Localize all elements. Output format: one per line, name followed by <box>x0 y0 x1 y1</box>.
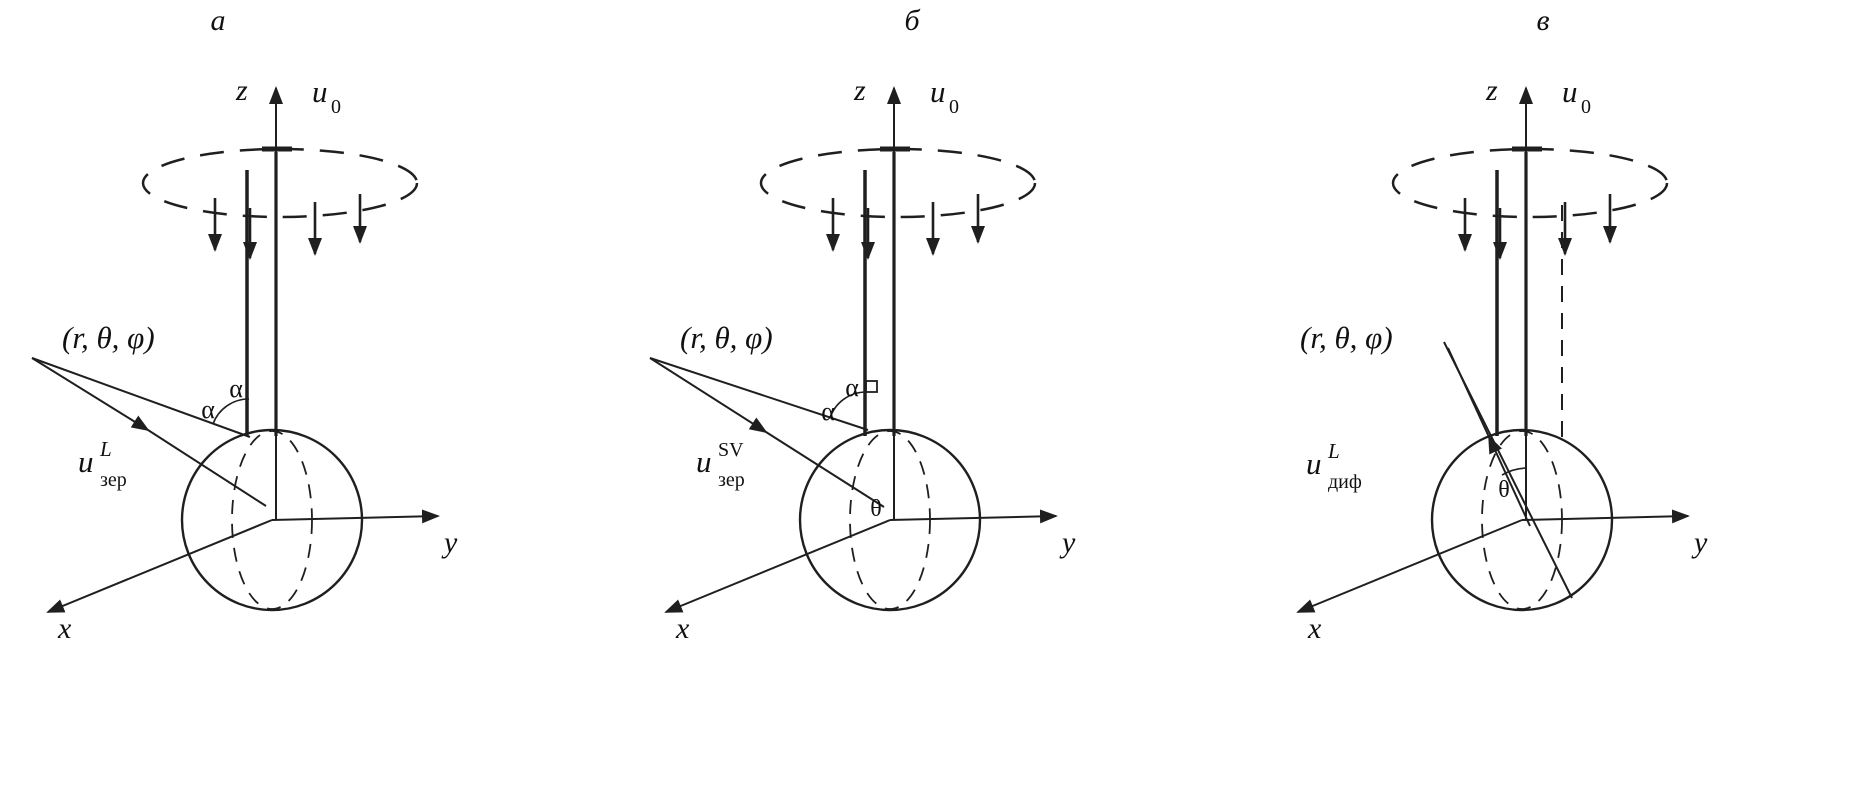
wave-label-subscript: зер <box>718 469 745 491</box>
z-axis-label: z <box>1485 74 1498 107</box>
alpha-label-right: α <box>845 373 859 402</box>
ray-upper <box>649 357 869 431</box>
wavefront-arrows <box>826 194 985 260</box>
observation-point-label: (r, θ, φ) <box>1300 320 1393 355</box>
sphere <box>798 428 982 612</box>
alpha-arc <box>212 398 250 425</box>
right-angle-mark <box>865 380 878 393</box>
theta-label: θ <box>1498 477 1510 503</box>
panel-title: в <box>1536 4 1549 37</box>
observation-point-label: (r, θ, φ) <box>62 320 155 355</box>
u0-subscript: 0 <box>949 96 959 118</box>
y-axis-label: y <box>1691 526 1708 559</box>
y-axis-label: y <box>441 526 458 559</box>
u0-label: u <box>312 74 328 109</box>
u0-subscript: 0 <box>331 96 341 118</box>
u0-subscript: 0 <box>1581 96 1591 118</box>
ray-lower <box>31 357 267 507</box>
wave-label-base: u <box>78 444 94 479</box>
ray-lower <box>649 357 885 508</box>
wavefront-ellipse <box>759 147 1037 219</box>
wave-label-superscript: SV <box>718 439 744 461</box>
wave-label-superscript: L <box>1327 439 1340 463</box>
wavefront-arrows <box>208 194 367 260</box>
wave-label-subscript: зер <box>100 469 127 491</box>
panel-title: б <box>904 4 920 37</box>
panel-b: б z u 0 y x α α θ (r, θ, φ) u SV зер <box>649 4 1076 645</box>
wave-label-base: u <box>1306 446 1322 481</box>
panel-a: а z u 0 y x α α <box>31 4 458 645</box>
alpha-label-right: α <box>229 374 243 403</box>
y-axis-label: y <box>1059 526 1076 559</box>
x-axis <box>1296 519 1523 613</box>
y-axis <box>1521 509 1690 524</box>
alpha-label-left: α <box>201 395 215 424</box>
wavefront-ellipse <box>1391 147 1669 219</box>
alpha-label-left: α <box>821 397 835 426</box>
wavefront-arrows <box>1458 194 1617 260</box>
x-axis <box>46 519 273 613</box>
x-axis <box>664 519 891 613</box>
y-axis <box>271 509 440 524</box>
wavefront-ellipse <box>141 147 419 219</box>
u0-label: u <box>930 74 946 109</box>
ray-upper <box>1447 347 1531 527</box>
alpha-arc <box>829 391 867 419</box>
z-axis-label: z <box>853 74 866 107</box>
panel-title: а <box>211 4 226 37</box>
z-axis-label: z <box>235 74 248 107</box>
theta-label: θ <box>870 496 882 522</box>
y-axis <box>889 509 1058 524</box>
x-axis-label: x <box>1307 612 1322 645</box>
x-axis-label: x <box>675 612 690 645</box>
theta-arc <box>1501 467 1527 476</box>
wave-label-superscript: L <box>99 437 112 461</box>
sphere <box>180 428 364 612</box>
wave-label-base: u <box>696 444 712 479</box>
wave-label-subscript: диф <box>1328 471 1362 493</box>
x-axis-label: x <box>57 612 72 645</box>
sphere <box>1430 428 1614 612</box>
u0-label: u <box>1562 74 1578 109</box>
panel-v: в z u 0 y x θ (r, θ, φ) u L диф <box>1296 4 1708 645</box>
observation-point-label: (r, θ, φ) <box>680 320 773 355</box>
